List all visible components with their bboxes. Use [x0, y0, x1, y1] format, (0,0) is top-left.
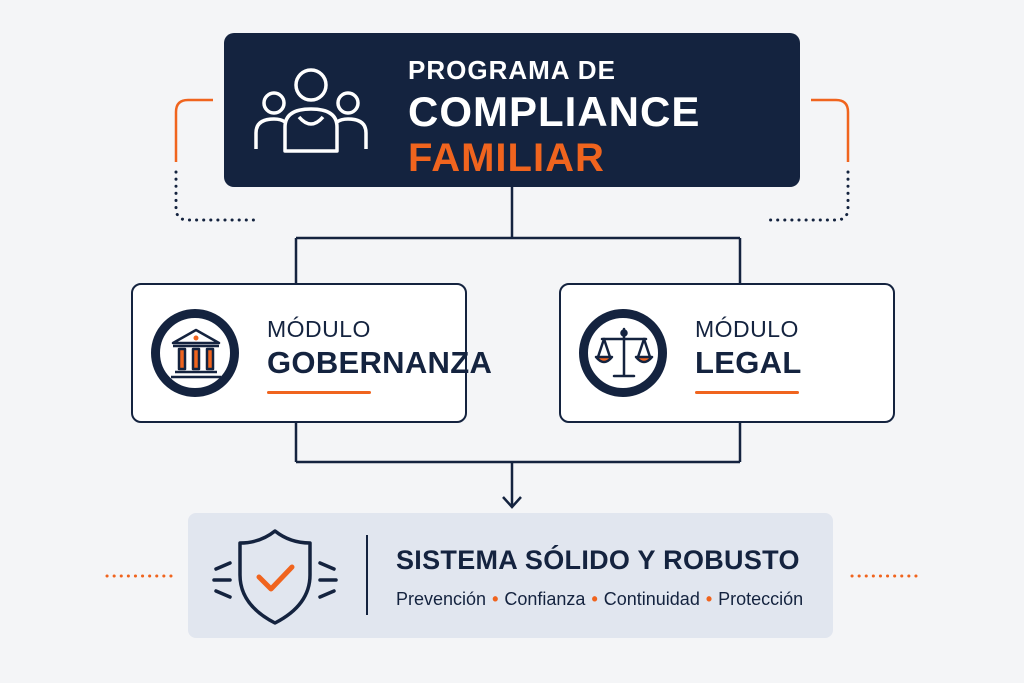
result-tag-trust: Confianza	[504, 589, 586, 609]
module-legal-card: MÓDULO LEGAL	[559, 283, 895, 423]
people-group-icon	[252, 61, 370, 166]
result-title: SISTEMA SÓLIDO Y ROBUSTO	[396, 545, 800, 575]
module-legal-title: LEGAL	[695, 345, 802, 380]
result-tag-prevention: Prevención	[396, 589, 487, 609]
shield-check-icon	[210, 523, 340, 633]
module-governance-title: GOBERNANZA	[267, 345, 493, 380]
result-tag-protection: Protección	[718, 589, 804, 609]
result-tag-continuity: Continuidad	[603, 589, 700, 609]
tag-separator: •	[492, 589, 499, 609]
scales-of-justice-icon	[579, 309, 667, 397]
module-governance-card: MÓDULO GOBERNANZA	[131, 283, 492, 423]
compliance-program-header: PROGRAMA DE COMPLIANCE FAMILIAR	[224, 33, 800, 187]
tag-separator: •	[705, 589, 713, 609]
module-governance-underline	[267, 391, 371, 394]
result-tags: Prevención•Confianza•Continuidad•Protecc…	[396, 589, 803, 610]
header-title-line1: PROGRAMA DE	[408, 55, 616, 85]
header-title-group: PROGRAMA DE COMPLIANCE FAMILIAR	[408, 55, 700, 181]
institution-building-icon	[151, 309, 239, 397]
tag-separator: •	[591, 589, 598, 609]
module-legal-kicker: MÓDULO	[695, 316, 799, 342]
robust-system-panel: SISTEMA SÓLIDO Y ROBUSTO Prevención•Conf…	[188, 513, 833, 638]
header-title-line2: COMPLIANCE	[408, 88, 701, 135]
module-governance-kicker: MÓDULO	[267, 316, 371, 342]
module-legal-underline	[695, 391, 799, 394]
result-divider	[366, 535, 368, 615]
header-title-line3: FAMILIAR	[408, 136, 605, 180]
